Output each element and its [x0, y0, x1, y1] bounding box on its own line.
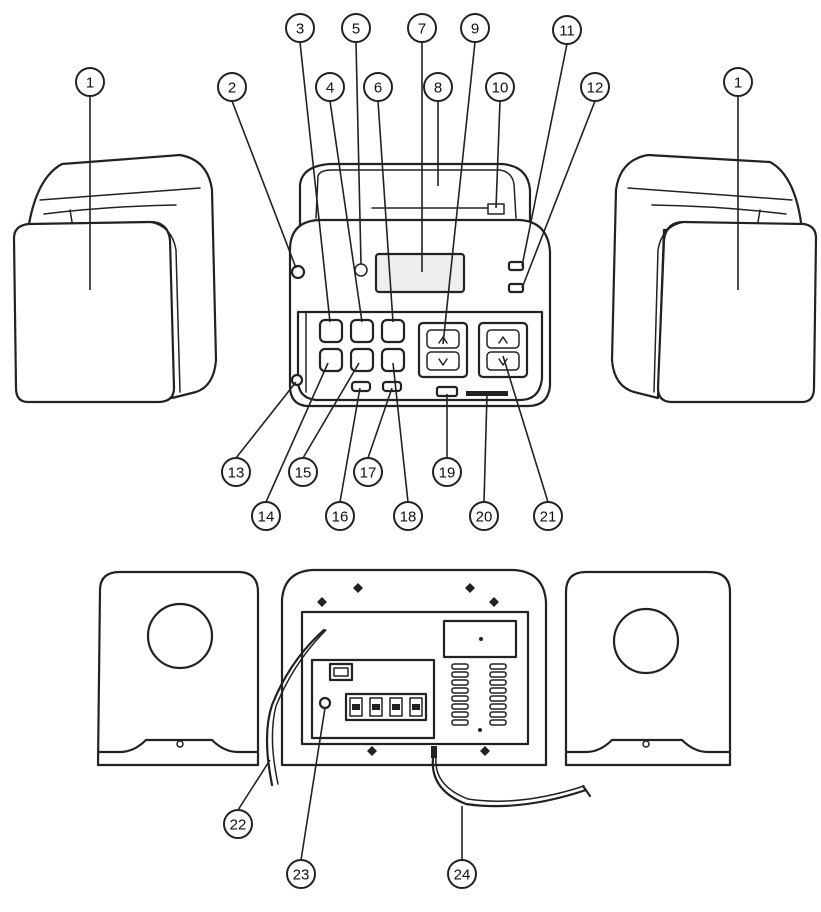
callout-19: 19 — [432, 457, 462, 487]
callout-22: 22 — [223, 809, 253, 839]
callout-label: 6 — [374, 80, 382, 97]
callout-label: 14 — [258, 509, 275, 526]
callout-11: 11 — [552, 15, 582, 45]
callout-label: 24 — [454, 867, 471, 884]
callout-label: 22 — [230, 817, 247, 834]
callout-10: 10 — [485, 72, 515, 102]
callout-label: 15 — [295, 465, 312, 482]
callout-3: 3 — [285, 13, 315, 43]
callout-label: 12 — [587, 80, 604, 97]
callout-label: 19 — [439, 465, 456, 482]
callout-label: 13 — [228, 465, 245, 482]
callout-label: 17 — [360, 465, 377, 482]
callout-8: 8 — [423, 72, 453, 102]
callout-1-left: 1 — [75, 67, 105, 97]
main-unit — [288, 162, 552, 408]
callout-15: 15 — [288, 457, 318, 487]
callout-label: 8 — [434, 80, 442, 97]
callout-5: 5 — [341, 13, 371, 43]
callout-4: 4 — [315, 72, 345, 102]
callout-label: 23 — [293, 867, 310, 884]
callout-label: 11 — [559, 23, 575, 40]
callout-24: 24 — [447, 859, 477, 889]
callout-label: 1 — [734, 75, 742, 92]
callout-label: 7 — [418, 21, 426, 38]
leader-lines — [89, 41, 739, 861]
main-unit-rear — [265, 568, 592, 808]
callout-label: 20 — [476, 509, 493, 526]
callout-label: 2 — [228, 80, 236, 97]
callout-12: 12 — [580, 72, 610, 102]
callout-9: 9 — [460, 13, 490, 43]
callout-17: 17 — [353, 457, 383, 487]
left-speaker — [12, 153, 218, 404]
callout-label: 5 — [352, 21, 360, 38]
callout-13: 13 — [221, 457, 251, 487]
callout-14: 14 — [251, 501, 281, 531]
callout-18: 18 — [393, 501, 423, 531]
callout-label: 16 — [332, 509, 349, 526]
callout-label: 1 — [86, 75, 94, 92]
callout-16: 16 — [325, 501, 355, 531]
callout-label: 18 — [400, 509, 417, 526]
callout-1-right: 1 — [723, 67, 753, 97]
callout-label: 4 — [326, 80, 334, 97]
callout-21: 21 — [533, 501, 563, 531]
callout-7: 7 — [407, 13, 437, 43]
callout-label: 21 — [540, 509, 557, 526]
callout-label: 9 — [471, 21, 479, 38]
callout-23: 23 — [286, 859, 316, 889]
left-speaker-rear — [96, 570, 260, 767]
right-speaker — [610, 153, 818, 404]
callout-2: 2 — [217, 72, 247, 102]
right-speaker-rear — [564, 570, 732, 767]
callout-label: 10 — [492, 80, 509, 97]
callout-label: 3 — [296, 21, 304, 38]
callout-20: 20 — [469, 501, 499, 531]
callout-6: 6 — [363, 72, 393, 102]
